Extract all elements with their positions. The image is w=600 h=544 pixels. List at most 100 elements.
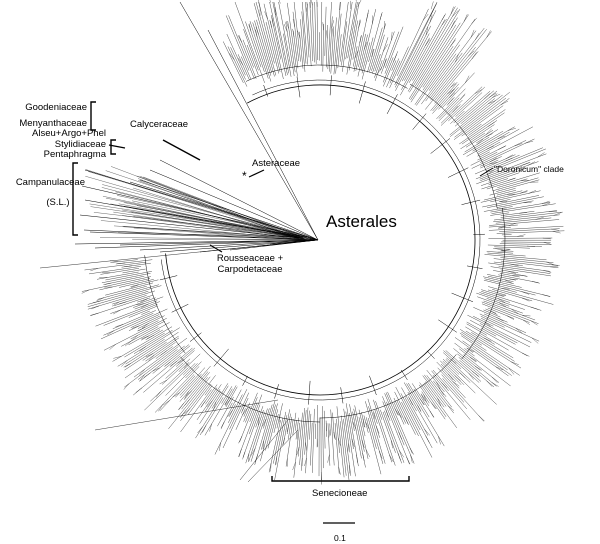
tip-branch <box>480 156 502 167</box>
twig <box>532 281 540 284</box>
twig <box>468 373 474 380</box>
stem-branch <box>451 292 474 303</box>
twig <box>398 431 402 440</box>
twig <box>526 245 536 247</box>
tip-branch <box>299 407 305 466</box>
tip-branch <box>222 392 249 449</box>
tip-branch <box>434 31 492 101</box>
tip-branch <box>487 244 542 247</box>
tip-branch <box>334 423 340 474</box>
tip-branch <box>475 170 498 180</box>
twig <box>164 361 171 367</box>
tip-branch <box>438 97 460 119</box>
tip-branch <box>100 308 168 340</box>
twig <box>184 408 191 415</box>
twig <box>379 450 383 459</box>
tip-branch <box>373 399 396 466</box>
tip-branch <box>380 409 396 453</box>
tip-branch <box>412 6 456 81</box>
twig <box>528 190 537 194</box>
twig <box>160 350 168 356</box>
tip-branch <box>145 337 180 362</box>
tip-branch <box>333 1 341 75</box>
twig <box>438 436 441 445</box>
scale-bar-label: 0.1 <box>334 533 346 543</box>
tip-branch <box>248 411 265 462</box>
tip-branch <box>87 285 162 307</box>
tip-branch <box>479 313 540 342</box>
tip-branch <box>483 206 513 212</box>
tip-branch <box>301 11 307 64</box>
twig <box>537 152 545 158</box>
pentaphragma-pointer <box>108 144 126 149</box>
twig <box>375 425 380 434</box>
campanulaceae-branch <box>101 187 305 240</box>
twig <box>430 1 434 10</box>
twig <box>450 20 455 29</box>
twig <box>364 41 368 50</box>
tip-branch <box>408 382 430 418</box>
campanulaceae-branch <box>133 227 305 241</box>
twig <box>135 387 143 393</box>
tip-branch <box>408 19 446 83</box>
tip-branch <box>384 26 404 74</box>
tip-branch <box>464 348 475 357</box>
tip-branch <box>422 46 454 91</box>
tip-branch <box>480 172 520 186</box>
twig <box>333 431 336 440</box>
stem-branch <box>189 332 202 342</box>
tip-branch <box>493 214 560 222</box>
tip-branch <box>345 1 357 60</box>
tip-branch <box>374 409 392 463</box>
twig <box>322 22 324 31</box>
tip-branch <box>401 37 430 90</box>
label-goodeniaceae: Goodeniaceae <box>25 102 87 113</box>
tip-branch <box>229 405 242 430</box>
twig <box>527 161 535 166</box>
twig <box>184 391 189 399</box>
tip-branch <box>302 1 308 65</box>
tip-branch <box>384 393 415 464</box>
tip-branch <box>432 369 467 410</box>
tip-branch <box>204 389 221 412</box>
tip-branch <box>305 410 310 474</box>
twig <box>450 40 456 47</box>
twig <box>365 449 371 458</box>
tip-branch <box>461 335 520 376</box>
tip-branch <box>309 413 312 440</box>
twig <box>90 268 99 272</box>
tip-branch <box>410 22 461 100</box>
tip-branch <box>324 6 327 56</box>
tip-branch <box>368 13 382 63</box>
tip-branch <box>395 3 437 88</box>
label-pentaphragma: Pentaphragma <box>43 149 106 160</box>
tip-branch <box>322 23 324 72</box>
twig <box>472 371 479 377</box>
tip-branch <box>487 289 507 296</box>
twig <box>530 306 539 310</box>
tip-branch <box>493 211 563 221</box>
tip-branch <box>254 20 272 76</box>
long-branch <box>239 419 289 481</box>
twig <box>447 98 454 105</box>
label-rousseaceae: Rousseaceae + <box>216 253 284 264</box>
tip-branch <box>324 410 326 449</box>
twig <box>358 20 361 29</box>
tip-branch <box>105 282 154 296</box>
twig <box>362 452 365 461</box>
tip-branch <box>436 88 466 120</box>
tip-branch <box>429 27 485 99</box>
twig <box>489 162 498 165</box>
twig <box>470 29 475 38</box>
tip-branch <box>460 132 485 150</box>
tip-branch <box>404 33 430 81</box>
tip-branch <box>239 397 258 443</box>
twig <box>486 145 494 150</box>
twig <box>178 403 184 410</box>
tip-branch <box>275 411 286 466</box>
tip-branch <box>465 326 495 345</box>
twig <box>485 133 493 138</box>
tip-branch <box>389 46 409 89</box>
twig <box>282 437 285 446</box>
tip-branch <box>332 412 335 439</box>
